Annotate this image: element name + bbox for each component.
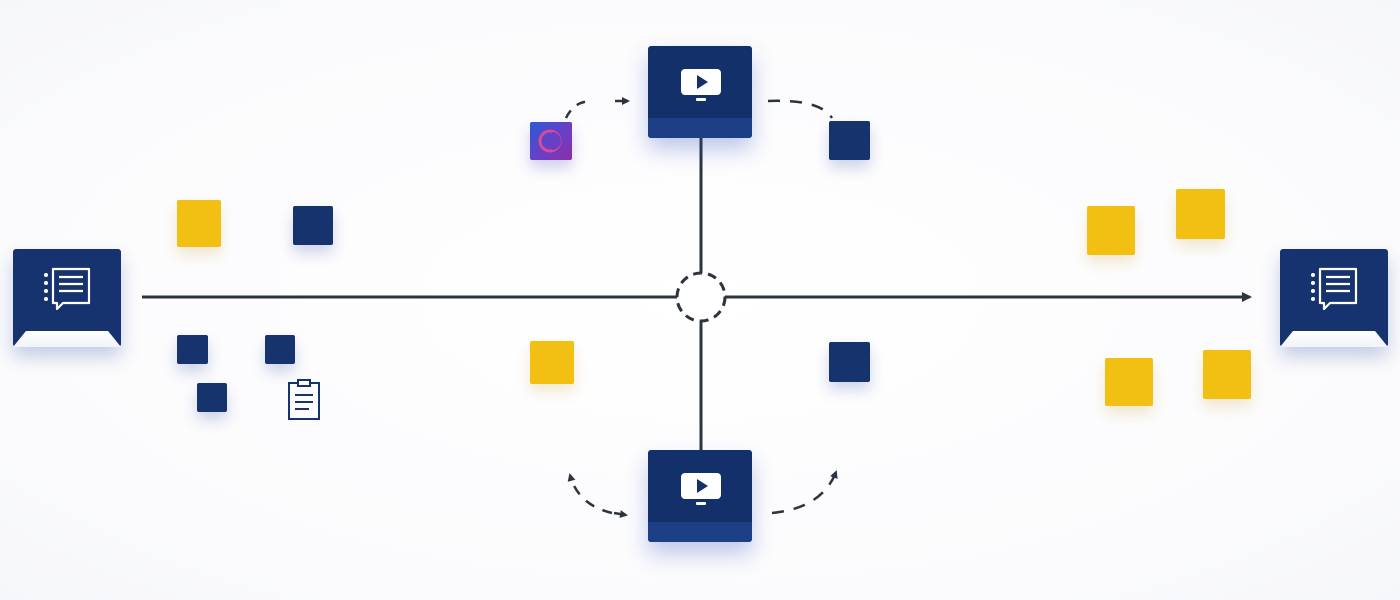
bottom-video-node xyxy=(648,450,752,542)
bottom-right-dashed-arc xyxy=(771,470,838,515)
yellow-square xyxy=(530,341,574,384)
yellow-square xyxy=(1176,189,1225,239)
video-node-footer xyxy=(648,522,752,542)
top-video-node xyxy=(648,46,752,138)
top-left-dashed-arc xyxy=(564,99,593,119)
play-screen-icon xyxy=(681,69,721,101)
navy-square xyxy=(829,121,870,160)
left-chat-node xyxy=(13,249,121,347)
bottom-left-arrow xyxy=(613,510,628,518)
gradient-app-icon xyxy=(530,122,572,160)
yellow-square xyxy=(1087,206,1135,255)
bottom-left-dashed-arc xyxy=(567,473,613,515)
yellow-square xyxy=(1105,358,1153,406)
document-icon xyxy=(288,379,320,420)
yellow-square xyxy=(177,200,221,247)
right-chat-node xyxy=(1280,249,1388,347)
top-right-dashed-arc xyxy=(767,99,834,119)
navy-square xyxy=(177,335,208,364)
navy-square xyxy=(829,342,870,382)
navy-square xyxy=(265,335,295,364)
chat-list-icon xyxy=(44,267,91,311)
hub-circle xyxy=(675,271,727,323)
yellow-square xyxy=(1203,350,1251,399)
chat-list-icon xyxy=(1311,267,1358,311)
video-node-footer xyxy=(648,118,752,138)
navy-square xyxy=(293,206,333,245)
navy-square xyxy=(197,383,227,412)
play-screen-icon xyxy=(681,473,721,505)
